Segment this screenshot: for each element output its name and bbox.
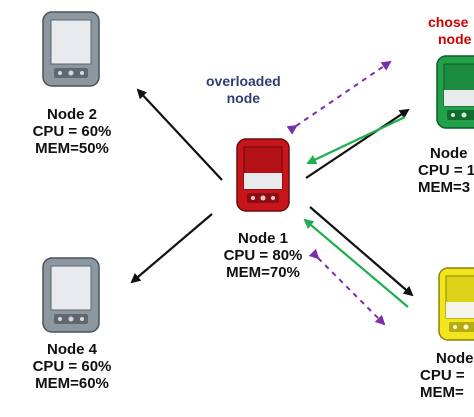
- node-1-name: Node 1: [237, 230, 288, 247]
- node-4-mem: MEM=60%: [35, 375, 109, 392]
- node-5-cpu: CPU =: [420, 367, 465, 384]
- node-3-cpu: CPU = 1: [418, 162, 474, 179]
- arrow-node1-to-node3: [305, 108, 410, 179]
- chosen-node-annotation: chose node: [428, 14, 471, 48]
- node-2-mem: MEM=50%: [35, 140, 109, 157]
- node-1-mem: MEM=70%: [226, 264, 300, 281]
- chosen-line-2: node: [438, 31, 472, 47]
- pda-device-red-icon: [236, 138, 290, 212]
- node-5-name: Node: [436, 350, 474, 367]
- node-4-cpu: CPU = 60%: [32, 358, 112, 375]
- green-arrow-node3-to-node1: [306, 116, 406, 165]
- node-5-mem: MEM=: [420, 384, 464, 401]
- pda-device-gray-icon: [42, 257, 100, 333]
- node-3-name: Node: [430, 145, 468, 162]
- pda-device-gray-icon: [42, 11, 100, 87]
- overloaded-line-1: overloaded: [206, 73, 281, 89]
- node-4-label: Node 4 CPU = 60% MEM=60%: [24, 341, 120, 392]
- overloaded-node-annotation: overloaded node: [206, 73, 281, 107]
- arrow-node1-to-node5: [309, 206, 414, 297]
- overloaded-line-2: node: [226, 90, 261, 106]
- node-2-name: Node 2: [46, 106, 97, 123]
- node-2-label: Node 2 CPU = 60% MEM=50%: [24, 106, 120, 157]
- arrow-node1-to-node2: [136, 88, 223, 181]
- purple-dashed-arrow-lower: [308, 248, 386, 326]
- pda-device-yellow-icon: [438, 267, 474, 341]
- node-1-label: Node 1 CPU = 80% MEM=70%: [214, 230, 312, 281]
- node-2-cpu: CPU = 60%: [32, 123, 112, 140]
- node-1-cpu: CPU = 80%: [223, 247, 303, 264]
- purple-dashed-arrow-upper: [286, 60, 392, 135]
- node-4-name: Node 4: [46, 341, 97, 358]
- node-5-label: Node CPU = MEM=: [420, 350, 474, 401]
- arrow-node1-to-node4: [130, 213, 213, 284]
- node-3-mem: MEM=3: [418, 179, 471, 196]
- node-3-label: Node CPU = 1 MEM=3: [418, 145, 474, 196]
- green-arrow-node5-to-node1: [303, 218, 409, 308]
- chosen-line-1: chose: [428, 14, 469, 30]
- pda-device-green-icon: [436, 55, 474, 129]
